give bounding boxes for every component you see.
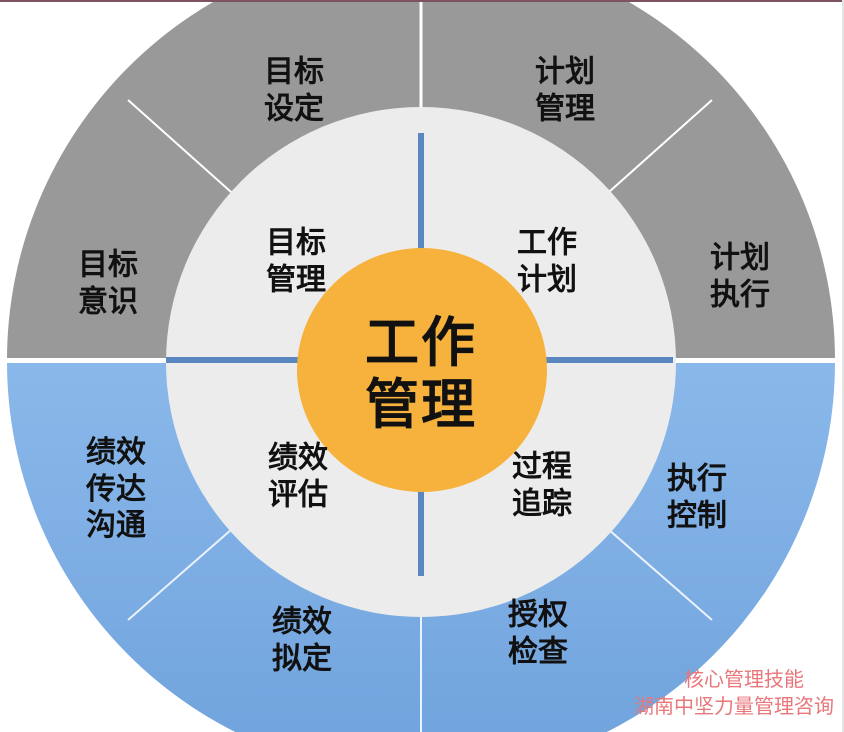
label-line: 目标 [78,247,138,283]
center-label-line1: 工作 [365,310,477,374]
label-line: 工作 [517,225,577,261]
label-line: 绩效 [272,604,332,640]
inner-label-work-plan: 工作计划 [517,225,577,298]
label-line: 计划 [535,54,595,90]
label-line: 执行 [667,461,727,497]
outer-label-authorize-check: 授权检查 [508,597,568,670]
label-line: 沟通 [86,508,146,544]
label-line: 控制 [667,498,727,533]
label-line: 管理 [266,262,326,297]
center-label: 工作管理 [365,310,477,436]
outer-label-performance-set: 绩效拟定 [272,604,332,677]
label-line: 拟定 [272,641,332,676]
label-line: 绩效 [268,440,328,476]
watermark-line1: 核心管理技能 [684,667,804,691]
label-line: 授权 [508,597,568,633]
label-line: 计划 [517,262,577,297]
label-line: 意识 [78,284,138,319]
label-line: 管理 [535,91,595,126]
label-line: 传达 [86,471,146,507]
label-line: 目标 [264,54,324,90]
inner-label-performance-eval: 绩效评估 [268,440,328,513]
label-line: 评估 [268,477,328,512]
watermark-line2: 湖南中坚力量管理咨询 [634,694,834,718]
label-line: 追踪 [512,486,572,521]
outer-label-performance-comm: 绩效传达沟通 [86,435,146,545]
label-line: 目标 [266,225,326,261]
label-line: 过程 [512,449,572,485]
label-line: 计划 [710,240,770,276]
outer-label-target-awareness: 目标意识 [78,247,138,320]
label-line: 执行 [710,277,770,312]
right-border [842,0,844,732]
outer-label-execution-control: 执行控制 [667,461,727,534]
inner-label-process-track: 过程追踪 [512,449,572,522]
inner-label-target-mgmt: 目标管理 [266,225,326,298]
outer-label-target-setting: 目标设定 [264,54,324,127]
center-circle [297,248,547,492]
outer-label-plan-execution: 计划执行 [710,240,770,313]
label-line: 绩效 [86,435,146,471]
label-line: 检查 [508,634,568,669]
center-label-line2: 管理 [365,373,477,436]
label-line: 设定 [264,91,324,126]
outer-label-plan-mgmt: 计划管理 [535,54,595,127]
top-border [0,0,844,2]
